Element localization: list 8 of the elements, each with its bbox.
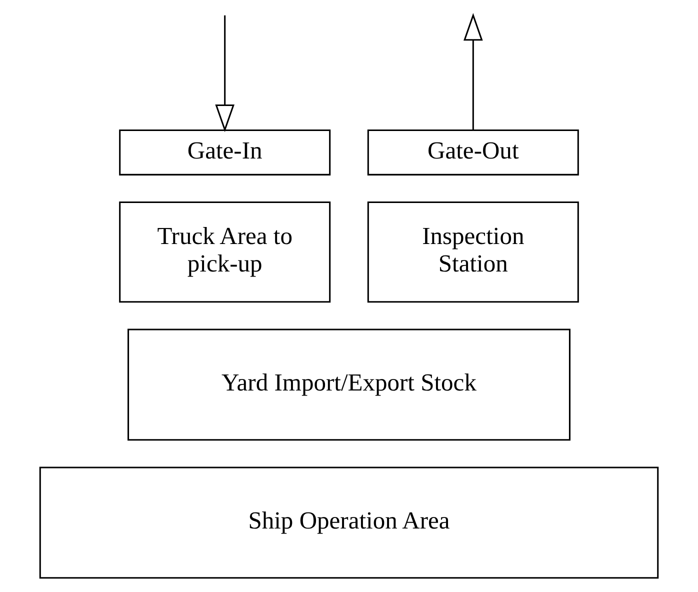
arrow xyxy=(464,13,483,130)
node-box: Inspection Station xyxy=(367,202,579,303)
node-box: Gate-Out xyxy=(367,129,579,176)
node-box: Yard Import/Export Stock xyxy=(128,328,570,441)
arrow xyxy=(215,15,234,132)
node-box: Ship Operation Area xyxy=(39,466,659,579)
node-box: Truck Area to pick-up xyxy=(119,202,331,303)
node-box: Gate-In xyxy=(119,129,331,176)
